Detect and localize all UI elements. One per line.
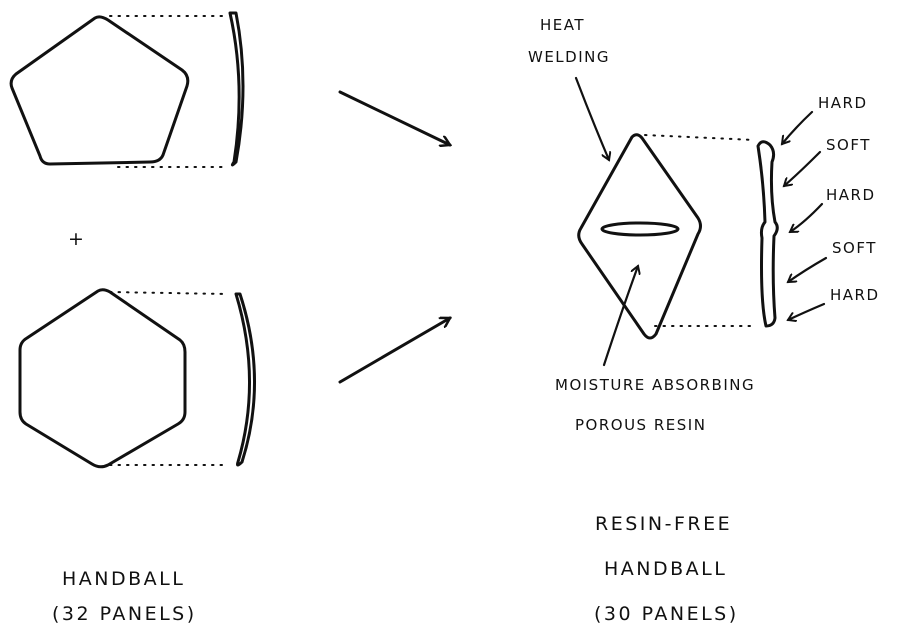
panel-count-caption: (32 PANELS) (52, 603, 197, 625)
panel-side-profile (228, 11, 245, 167)
soft-label: SOFT (826, 136, 871, 154)
projection-line (109, 291, 227, 295)
pointer-arrow-icon (602, 266, 638, 367)
diamond-panel (577, 133, 702, 340)
pointer-arrow-icon (574, 76, 609, 160)
resin-insert (600, 221, 680, 237)
heat-welding-label: WELDING (528, 48, 610, 66)
handball-caption: HANDBALL (62, 568, 185, 590)
pointer-arrow-icon (788, 302, 826, 320)
soft-label: SOFT (832, 239, 877, 257)
arrow-icon (338, 316, 450, 384)
hard-label: HARD (826, 186, 876, 204)
resin-label: MOISTURE ABSORBING (555, 376, 755, 394)
panel-side-profile-hard-soft (756, 140, 779, 328)
arrow-icon (338, 90, 450, 145)
pointer-arrow-icon (788, 256, 828, 284)
hexagon-panel (18, 288, 187, 469)
pointer-arrow-icon (790, 202, 824, 234)
resin-label: POROUS RESIN (575, 416, 706, 434)
handball-caption: HANDBALL (604, 558, 727, 580)
hard-label: HARD (830, 286, 880, 304)
pointer-arrow-icon (782, 110, 814, 144)
pointer-arrow-icon (784, 150, 822, 186)
profile-labels: HARD SOFT HARD SOFT HARD (782, 94, 880, 320)
plus-sign: + (68, 228, 86, 250)
hard-label: HARD (818, 94, 868, 112)
panel-count-caption: (30 PANELS) (594, 603, 739, 625)
panel-side-profile (234, 292, 256, 467)
heat-welding-label: HEAT (540, 16, 585, 34)
pentagon-panel (9, 15, 190, 166)
resin-free-caption: RESIN-FREE (595, 513, 732, 535)
projection-line (644, 134, 756, 141)
